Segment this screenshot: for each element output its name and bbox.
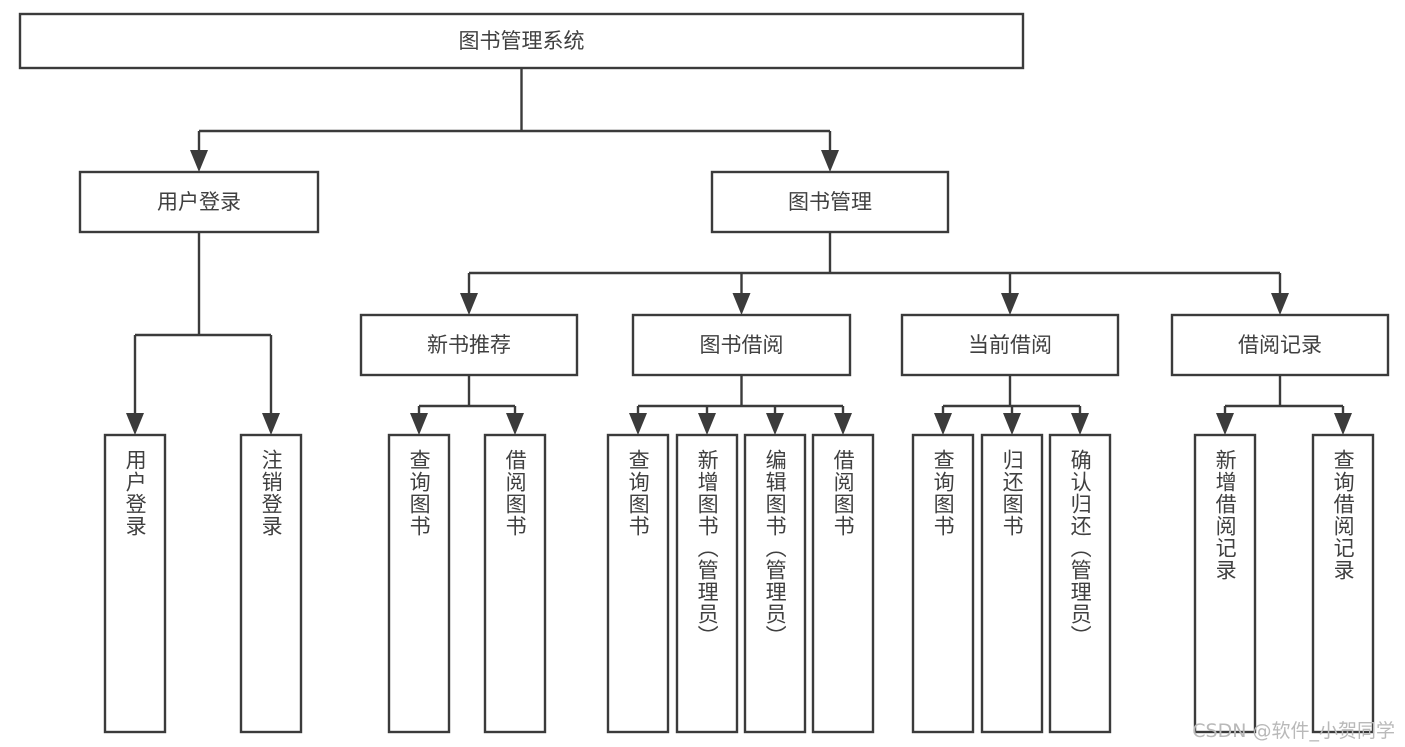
watermark-credit: CSDN @软件_小贺同学 xyxy=(1192,720,1395,742)
node-box-leaf-query-book-3[interactable] xyxy=(911,433,975,734)
arrow-head-icon-leaf-confirm-return xyxy=(1071,413,1089,435)
arrow-head-icon-leaf-user-logout xyxy=(262,413,280,435)
arrow-head-icon-leaf-borrow-book-1 xyxy=(506,413,524,435)
node-box-leaf-add-borrow-record[interactable] xyxy=(1193,433,1257,734)
node-box-leaf-user-login[interactable] xyxy=(103,433,167,734)
arrow-head-icon-book-borrow xyxy=(732,293,751,315)
arrow-head-icon-new-book-recommend xyxy=(460,293,478,315)
arrow-head-icon-leaf-borrow-book-2 xyxy=(834,413,852,435)
node-label-book-borrow: 图书借阅 xyxy=(700,333,784,357)
arrow-head-icon-leaf-query-book-2 xyxy=(629,413,647,435)
arrow-head-icon-user-login xyxy=(190,150,208,172)
arrow-head-icon-leaf-add-borrow-record xyxy=(1216,413,1234,435)
node-box-leaf-confirm-return[interactable] xyxy=(1048,433,1112,734)
node-box-leaf-user-logout[interactable] xyxy=(239,433,303,734)
node-label-borrow-record: 借阅记录 xyxy=(1238,333,1322,357)
node-box-borrow-record[interactable] xyxy=(1170,313,1390,377)
node-label-new-book-recommend: 新书推荐 xyxy=(427,333,511,357)
node-box-book-manage[interactable] xyxy=(710,170,950,234)
node-box-leaf-return-book[interactable] xyxy=(980,433,1044,734)
arrow-head-icon-leaf-user-login xyxy=(126,413,144,435)
arrow-head-icon-leaf-query-book-3 xyxy=(934,413,952,435)
arrow-head-icon-borrow-record xyxy=(1271,293,1289,315)
node-box-current-borrow[interactable] xyxy=(900,313,1120,377)
node-label-current-borrow: 当前借阅 xyxy=(968,333,1052,357)
connector-layer xyxy=(126,68,1352,435)
node-box-leaf-query-book-2[interactable] xyxy=(606,433,670,734)
node-box-leaf-query-borrow-record[interactable] xyxy=(1311,433,1375,734)
arrow-head-icon-leaf-edit-book xyxy=(766,413,784,435)
arrow-head-icon-book-manage xyxy=(821,150,839,172)
node-box-leaf-query-book-1[interactable] xyxy=(387,433,451,734)
node-box-leaf-edit-book[interactable] xyxy=(743,433,807,734)
node-label-user-login: 用户登录 xyxy=(157,190,241,214)
node-label-root: 图书管理系统 xyxy=(459,29,585,53)
node-box-book-borrow[interactable] xyxy=(631,313,852,377)
node-box-leaf-add-book[interactable] xyxy=(675,433,739,734)
node-box-layer xyxy=(18,12,1390,734)
node-label-book-manage: 图书管理 xyxy=(788,190,872,214)
node-box-leaf-borrow-book-2[interactable] xyxy=(811,433,875,734)
node-box-user-login[interactable] xyxy=(78,170,320,234)
arrow-head-icon-leaf-return-book xyxy=(1003,413,1021,435)
arrow-head-icon-current-borrow xyxy=(1001,293,1019,315)
node-box-new-book-recommend[interactable] xyxy=(359,313,579,377)
arrow-head-icon-leaf-query-book-1 xyxy=(410,413,428,435)
node-box-root[interactable] xyxy=(18,12,1025,70)
arrow-head-icon-leaf-add-book xyxy=(698,413,716,435)
arrow-head-icon-leaf-query-borrow-record xyxy=(1334,413,1352,435)
node-box-leaf-borrow-book-1[interactable] xyxy=(483,433,547,734)
